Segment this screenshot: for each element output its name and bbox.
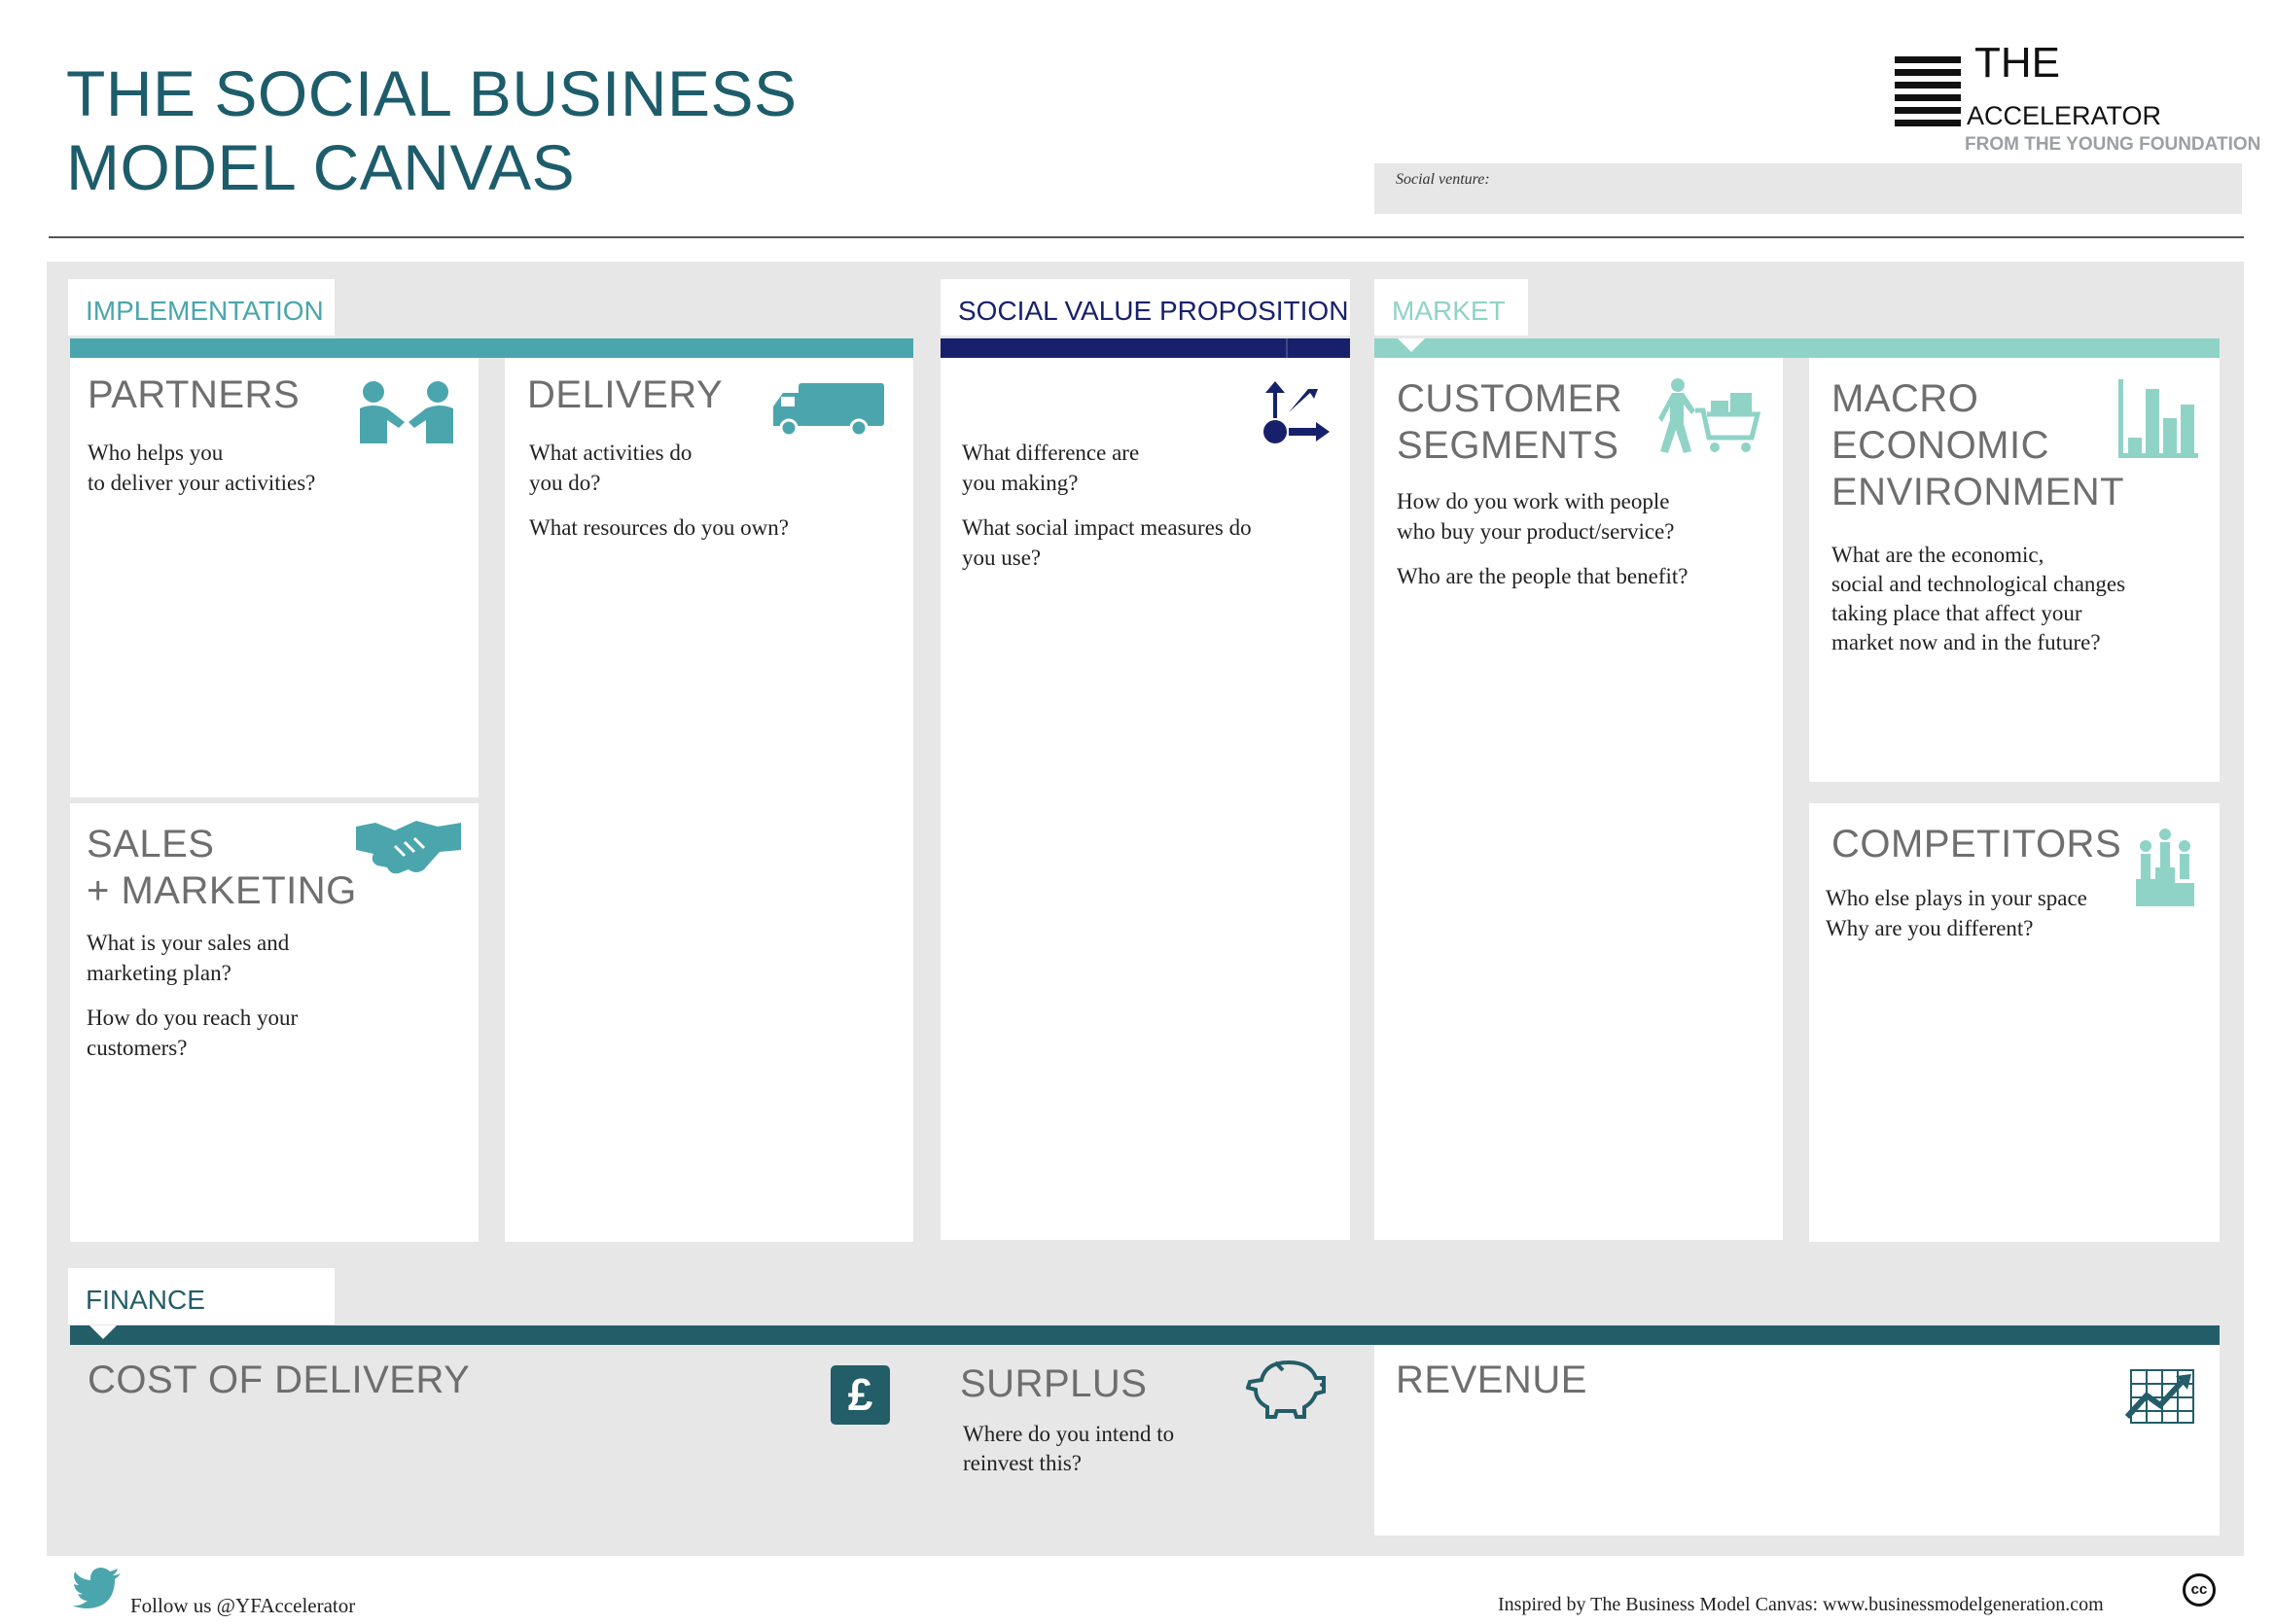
market-notch — [1398, 338, 1425, 352]
delivery-q1-line-1: What activities do — [529, 441, 693, 465]
logo-the: THE — [1974, 39, 2060, 87]
sales-q2-line-2: customers? — [87, 1036, 188, 1060]
macro-economic-box[interactable]: MACRO ECONOMIC ENVIRONMENT What are the … — [1809, 358, 2220, 782]
social-value-bar — [941, 338, 1350, 358]
macro-title-line-2: ECONOMIC — [1831, 424, 2049, 467]
surplus-box[interactable]: SURPLUS Where do you intend to reinvest … — [941, 1345, 1350, 1536]
partners-text: Who helps you to deliver your activities… — [88, 438, 315, 498]
partners-text-line-2: to deliver your activities? — [88, 471, 316, 495]
logo-accelerator: ACCELERATOR — [1967, 101, 2162, 130]
finance-bar — [70, 1325, 2220, 1345]
social-venture-label: Social venture: — [1396, 171, 1490, 188]
macro-text: What are the economic, social and techno… — [1831, 541, 2125, 657]
delivery-title: DELIVERY — [527, 373, 724, 416]
competitors-text: Who else plays in your space Why are you… — [1826, 883, 2087, 943]
revenue-title: REVENUE — [1396, 1359, 1587, 1401]
customer-segments-box[interactable]: CUSTOMER SEGMENTS How do you work with p… — [1374, 358, 1783, 1240]
macro-title: MACRO ECONOMIC ENVIRONMENT — [1831, 375, 2124, 515]
header-divider — [49, 236, 2244, 238]
page-title: THE SOCIAL BUSINESS MODEL CANVAS — [66, 56, 798, 204]
sales-title-line-2: + MARKETING — [87, 869, 357, 912]
customer-segments-q1-line-1: How do you work with people — [1397, 489, 1670, 513]
tab-social-value: SOCIAL VALUE PROPOSITION — [941, 279, 1350, 335]
macro-text-line-1: What are the economic, — [1831, 543, 2044, 567]
social-venture-field[interactable]: Social venture: — [1374, 163, 2242, 214]
delivery-text: What activities do you do? What resources… — [529, 438, 789, 557]
surplus-text-line-2: reinvest this? — [963, 1451, 1082, 1475]
customer-segments-q2: Who are the people that benefit? — [1397, 564, 1688, 588]
creative-commons-icon: cc — [2183, 1573, 2216, 1606]
title-line-2: MODEL CANVAS — [66, 131, 576, 203]
logo-from: FROM THE YOUNG FOUNDATION — [1965, 134, 2261, 155]
social-value-q2-line-2: you use? — [962, 546, 1042, 570]
tab-finance: FINANCE — [68, 1268, 335, 1324]
bar-chart-icon — [2118, 379, 2198, 458]
sales-q1-line-2: marketing plan? — [87, 961, 231, 985]
follow-text[interactable]: Follow us @YFAccelerator — [130, 1594, 356, 1617]
macro-title-line-1: MACRO — [1831, 377, 1979, 420]
shopping-cart-icon — [1658, 378, 1761, 453]
competitors-box[interactable]: COMPETITORS Who else plays in your space… — [1809, 803, 2220, 1242]
surplus-title: SURPLUS — [960, 1362, 1148, 1405]
social-value-bar-tick — [1286, 338, 1288, 358]
macro-text-line-2: social and technological changes — [1831, 572, 2126, 596]
social-value-q1-line-2: you making? — [962, 471, 1079, 495]
customer-segments-text: How do you work with people who buy your … — [1397, 486, 1688, 606]
handshake-icon — [356, 821, 461, 874]
macro-title-line-3: ENVIRONMENT — [1831, 471, 2125, 513]
twitter-icon[interactable] — [72, 1568, 123, 1608]
impact-icon — [1263, 381, 1330, 443]
social-value-q2-line-1: What social impact measures do — [962, 515, 1252, 540]
sales-marketing-box[interactable]: SALES + MARKETING What is your sales and… — [70, 803, 479, 1242]
revenue-box[interactable]: REVENUE — [1374, 1345, 2220, 1536]
customer-segments-title: CUSTOMER SEGMENTS — [1397, 375, 1622, 469]
tab-implementation: IMPLEMENTATION — [68, 279, 335, 335]
social-value-q1-line-1: What difference are — [962, 441, 1140, 465]
partners-icon — [360, 381, 453, 443]
macro-text-line-3: taking place that affect your — [1831, 601, 2082, 625]
delivery-box[interactable]: DELIVERY What activities do you do? What … — [505, 358, 913, 1242]
inspired-text[interactable]: Inspired by The Business Model Canvas: w… — [1498, 1594, 2104, 1615]
competitors-q1: Who else plays in your space — [1826, 886, 2087, 910]
market-bar — [1374, 338, 2220, 358]
partners-box[interactable]: PARTNERS Who helps you to deliver your a… — [70, 358, 479, 797]
logo-lines-icon — [1895, 56, 1961, 128]
sales-text: What is your sales and marketing plan? Ho… — [87, 928, 298, 1077]
cost-title: COST OF DELIVERY — [88, 1359, 471, 1401]
growth-chart-icon — [2125, 1369, 2194, 1424]
customer-segments-title-line-1: CUSTOMER — [1397, 377, 1623, 420]
cost-of-delivery-box[interactable]: COST OF DELIVERY £ — [70, 1345, 913, 1536]
finance-notch — [89, 1325, 117, 1339]
delivery-q2: What resources do you own? — [529, 515, 789, 540]
implementation-bar — [70, 338, 913, 358]
sales-q1-line-1: What is your sales and — [87, 931, 290, 955]
macro-text-line-4: market now and in the future? — [1831, 630, 2101, 654]
competitors-q2: Why are you different? — [1826, 916, 2034, 940]
surplus-text: Where do you intend to reinvest this? — [963, 1420, 1174, 1478]
customer-segments-q1-line-2: who buy your product/service? — [1397, 519, 1675, 544]
surplus-text-line-1: Where do you intend to — [963, 1422, 1175, 1446]
social-value-box[interactable]: What difference are you making? What soci… — [941, 358, 1350, 1240]
title-line-1: THE SOCIAL BUSINESS — [66, 57, 798, 129]
customer-segments-title-line-2: SEGMENTS — [1397, 424, 1619, 467]
social-value-text: What difference are you making? What soci… — [962, 438, 1252, 587]
competitors-title: COMPETITORS — [1831, 823, 2122, 865]
partners-title: PARTNERS — [88, 373, 301, 416]
delivery-q1-line-2: you do? — [529, 471, 601, 495]
podium-icon — [2136, 829, 2194, 906]
sales-q2-line-1: How do you reach your — [87, 1006, 299, 1030]
pound-icon: £ — [831, 1365, 890, 1425]
sales-title: SALES + MARKETING — [87, 821, 357, 914]
tab-market: MARKET — [1374, 279, 1528, 335]
truck-icon — [773, 383, 884, 438]
sales-title-line-1: SALES — [87, 823, 215, 865]
partners-text-line-1: Who helps you — [88, 441, 224, 465]
piggy-bank-icon — [1246, 1359, 1326, 1419]
